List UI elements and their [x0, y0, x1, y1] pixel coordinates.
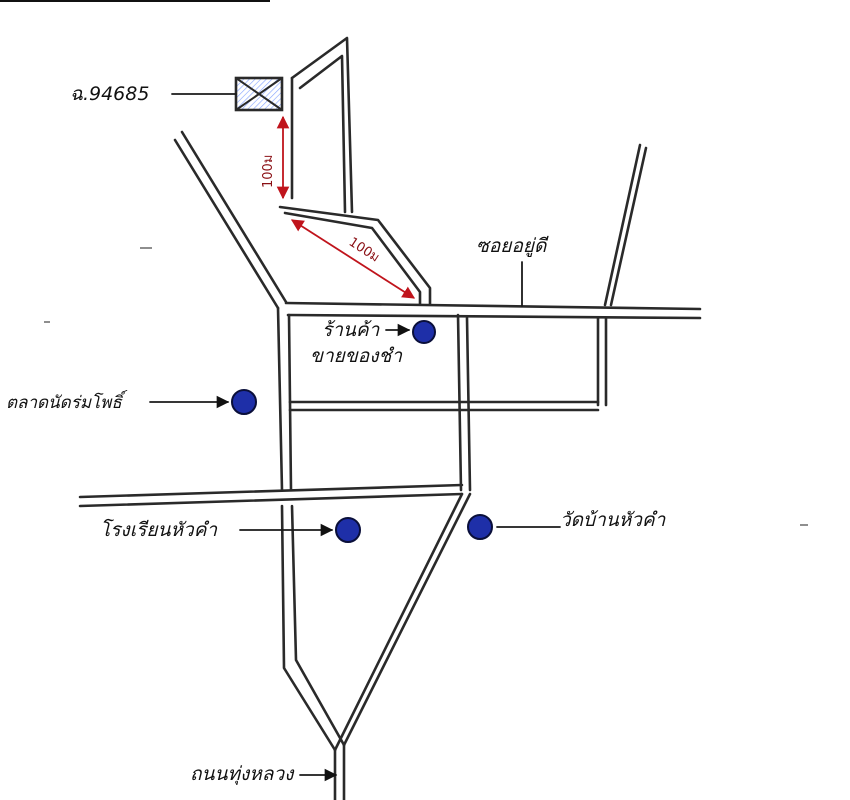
- school-marker[interactable]: [335, 517, 361, 543]
- road-upper-strip: [290, 36, 354, 214]
- road-left-diagonal: [173, 130, 288, 310]
- school-label: โรงเรียนหัวคำ: [100, 518, 218, 541]
- road-network: [78, 36, 702, 800]
- measurement-vertical-label: 100ม: [261, 155, 276, 188]
- road-left-vertical: [276, 306, 293, 492]
- road-right-diagonal: [603, 143, 648, 307]
- temple-label: วัดบ้านหัวคำ: [560, 509, 667, 531]
- parcel-marker[interactable]: [234, 76, 284, 112]
- market-marker[interactable]: [231, 389, 257, 415]
- measurement-vertical: 100ม: [261, 115, 290, 200]
- road-mid-horizontal: [288, 400, 600, 412]
- shop-label-line2: ขายของชำ: [310, 345, 403, 367]
- road-right-vertical: [596, 316, 608, 407]
- road-lower-horizontal: [78, 483, 464, 508]
- parcel-label: ฉ.94685: [70, 83, 149, 105]
- temple-marker[interactable]: [467, 514, 493, 540]
- main-road-label: ถนนทุ่งหลวง: [190, 763, 295, 785]
- road-funnel-right: [333, 492, 472, 752]
- road-soi: [284, 301, 702, 320]
- shop-marker[interactable]: [412, 320, 436, 344]
- road-angled-connector: [278, 205, 432, 306]
- road-main-bottom: [333, 743, 346, 800]
- shop-label-line1: ร้านค้า: [322, 319, 381, 341]
- measurement-diagonal-label: 100ม: [346, 235, 382, 266]
- market-label: ตลาดนัดร่มโพธิ์: [6, 390, 128, 413]
- road-funnel-left: [280, 504, 346, 752]
- soi-label: ซอยอยู่ดี: [476, 235, 549, 257]
